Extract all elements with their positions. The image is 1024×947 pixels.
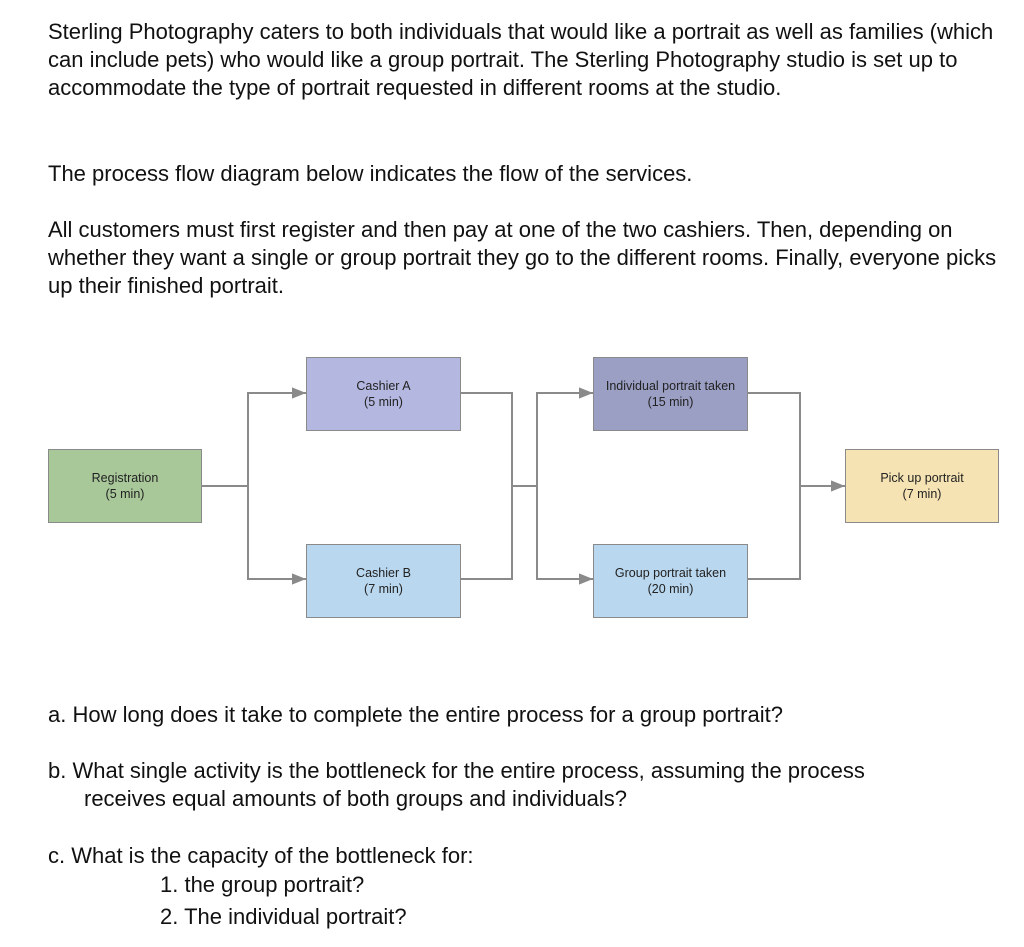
individual-portrait-box: Individual portrait taken (15 min) xyxy=(593,357,748,431)
question-b: b. What single activity is the bottlenec… xyxy=(48,757,988,813)
registration-label: Registration xyxy=(91,471,159,485)
question-c-item-1: 1. the group portrait? xyxy=(160,872,365,897)
group-portrait-box: Group portrait taken (20 min) xyxy=(593,544,748,618)
question-b-line-2: receives equal amounts of both groups an… xyxy=(84,786,628,811)
pickup-portrait-time: (7 min) xyxy=(902,487,942,501)
intro-paragraph-2: The process flow diagram below indicates… xyxy=(48,161,693,186)
cashier-b-box: Cashier B (7 min) xyxy=(306,544,461,618)
cashier-a-time: (5 min) xyxy=(364,395,403,409)
connector-portraits-merge xyxy=(748,392,801,580)
pickup-portrait-label: Pick up portrait xyxy=(880,471,964,485)
connector-split-group xyxy=(536,486,593,585)
question-b-line-1: b. What single activity is the bottlenec… xyxy=(48,758,865,783)
intro-paragraph-1: Sterling Photography caters to both indi… xyxy=(48,19,994,100)
registration-box: Registration (5 min) xyxy=(48,449,202,523)
cashier-b-time: (7 min) xyxy=(364,582,403,596)
connector-split-cashier-b xyxy=(247,486,306,585)
question-a: a. How long does it take to complete the… xyxy=(48,702,783,727)
individual-portrait-time: (15 min) xyxy=(647,395,694,409)
intro-paragraph-3: All customers must first register and th… xyxy=(48,217,997,298)
connector-split-cashier-a xyxy=(247,387,306,486)
cashier-a-box: Cashier A (5 min) xyxy=(306,357,461,431)
question-c-item-2: 2. The individual portrait? xyxy=(160,904,407,929)
group-portrait-label: Group portrait taken xyxy=(614,566,727,580)
flow-connectors xyxy=(202,387,845,585)
individual-portrait-label: Individual portrait taken xyxy=(605,379,736,393)
group-portrait-time: (20 min) xyxy=(647,582,694,596)
registration-time: (5 min) xyxy=(105,487,145,501)
pickup-portrait-box: Pick up portrait (7 min) xyxy=(845,449,999,523)
cashier-b-label: Cashier B xyxy=(356,566,411,580)
question-c: c. What is the capacity of the bottlenec… xyxy=(48,843,474,868)
connector-cashier-a-merge xyxy=(461,392,513,580)
process-flow-diagram: Registration (5 min) Cashier A (5 min) C… xyxy=(0,345,1024,630)
cashier-a-label: Cashier A xyxy=(356,379,411,393)
connector-split-individual xyxy=(536,387,593,486)
